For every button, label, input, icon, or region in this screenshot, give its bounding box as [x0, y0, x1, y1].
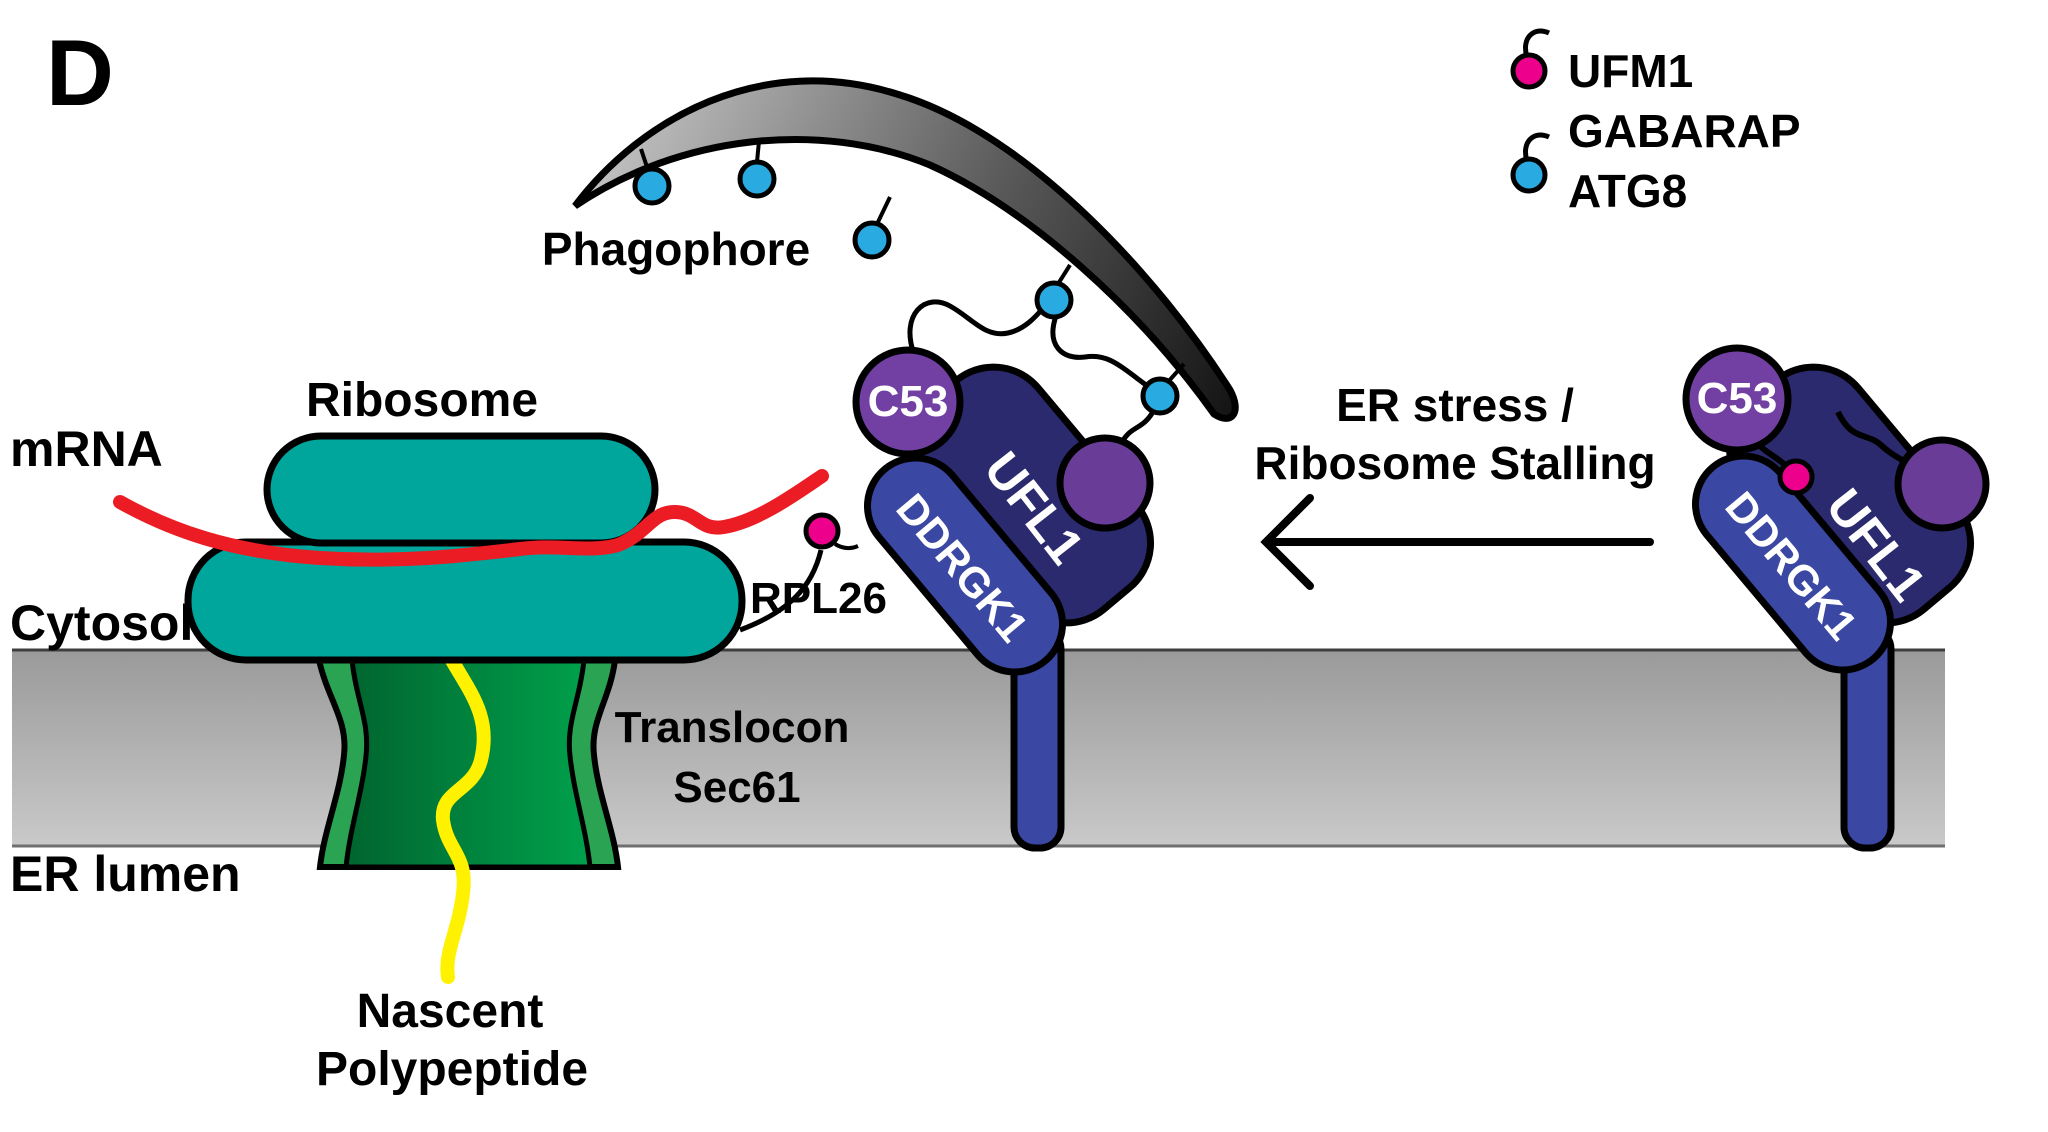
c53-label-right: C53 — [1696, 374, 1778, 423]
translocon-label-line1: Translocon — [614, 703, 850, 752]
panel-label: D — [46, 20, 114, 125]
mrna-label: mRNA — [10, 421, 163, 477]
mrna-strand — [113, 469, 829, 567]
er-lumen-label: ER lumen — [10, 846, 241, 902]
rpl26-ufm1-site — [739, 512, 859, 633]
ufm1-dot-rpl26 — [803, 512, 841, 550]
gabarap-dot-5 — [1140, 376, 1180, 416]
gabarap-atg8-dots — [639, 140, 1186, 384]
ribosome-small-subunit — [263, 432, 659, 547]
nascent-polypeptide-chain — [435, 648, 491, 984]
gabarap-dot-2 — [737, 159, 777, 199]
legend-label-gabarap: GABARAP — [1568, 105, 1801, 157]
adapter-subunit-center — [1056, 434, 1154, 532]
tether-gabarap-to-gabarap — [1050, 315, 1152, 391]
translocon-label-line2: Sec61 — [673, 763, 801, 812]
ufm1-dot-right-complex — [1777, 458, 1815, 496]
left-arrow — [1260, 494, 1654, 590]
gabarap-dot-4 — [1034, 280, 1074, 320]
er-membrane — [12, 648, 1945, 848]
er-stress-label-line1: ER stress / — [1336, 379, 1574, 431]
legend-glyphs — [1510, 28, 1551, 194]
ddrgk1-body-center — [864, 454, 1066, 676]
gabarap-dot-3 — [852, 220, 892, 260]
legend-label-atg8: ATG8 — [1568, 165, 1688, 217]
c53-subunit-right — [1682, 344, 1792, 454]
c53-label-center: C53 — [867, 377, 949, 426]
gabarap-dot-1 — [632, 166, 672, 206]
ufmylation-complex-center — [852, 299, 1157, 676]
er-stress-label-line2: Ribosome Stalling — [1254, 437, 1656, 489]
ribosome-label: Ribosome — [305, 374, 539, 427]
ddrgk1-body-right — [1692, 452, 1894, 674]
tether-c53-to-gabarap — [907, 299, 1048, 355]
adapter-subunit-right — [1894, 436, 1990, 532]
cytosol-label: Cytosol — [10, 595, 194, 651]
translocon-sec61-shape — [315, 657, 622, 870]
gabarap-legend-tail — [1523, 132, 1551, 162]
phagophore-label: Phagophore — [541, 223, 811, 275]
ufm1-legend-dot-icon — [1510, 52, 1548, 90]
nascent-label-line2: Polypeptide — [315, 1043, 589, 1096]
legend-label-ufm1: UFM1 — [1568, 45, 1694, 97]
gabarap-legend-dot-icon — [1510, 156, 1548, 194]
rpl26-label: RPL26 — [750, 574, 887, 623]
nascent-label-line1: Nascent — [356, 985, 544, 1038]
ufmylation-complex-right — [1682, 344, 1990, 674]
c53-subunit-center — [852, 346, 964, 458]
phagophore-membrane — [572, 77, 1239, 422]
ufm1-legend-tail — [1523, 28, 1551, 58]
